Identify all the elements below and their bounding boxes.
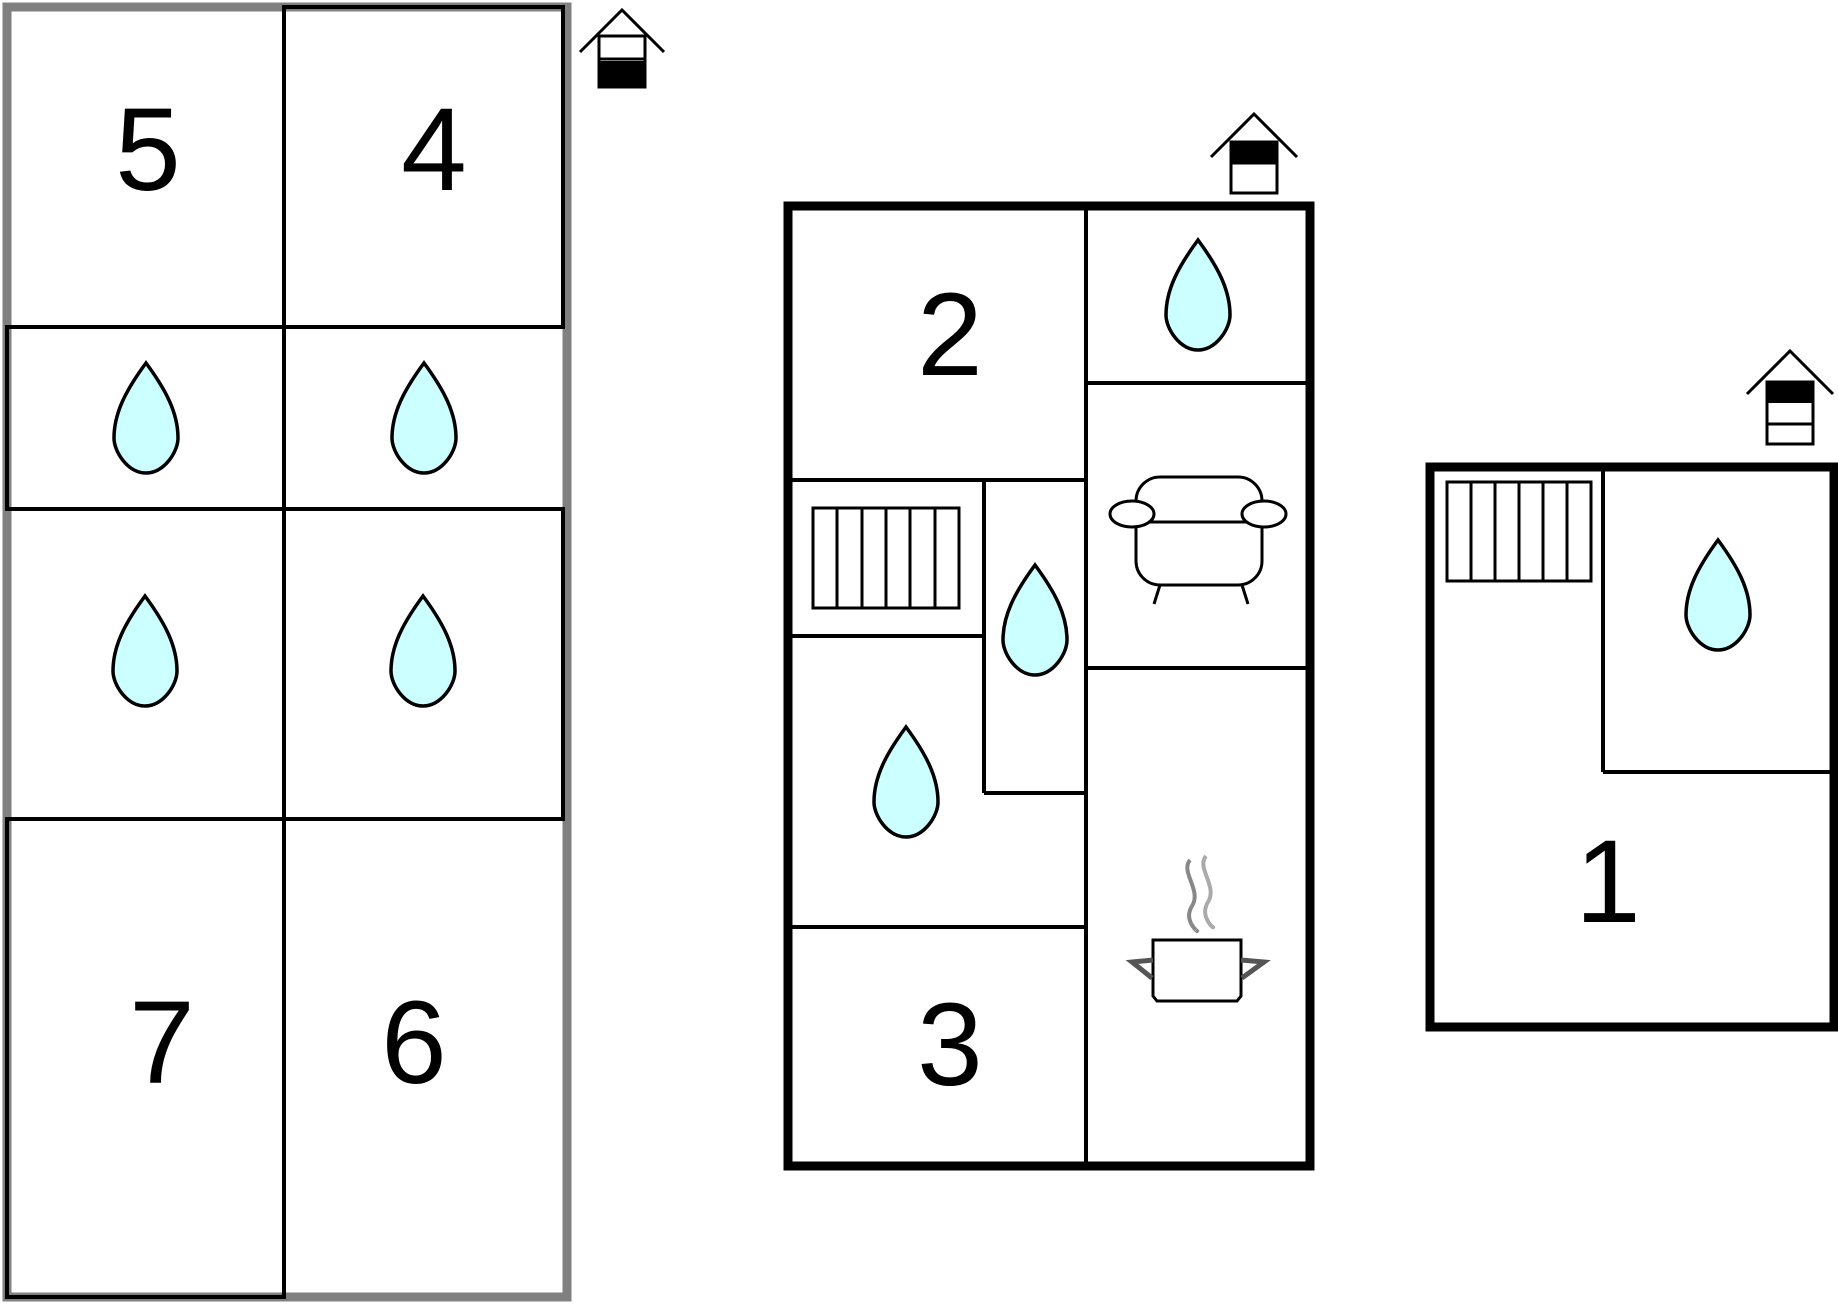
building-left: 5 4 7 6 (2, 2, 666, 1302)
room-number: 2 (917, 269, 983, 401)
water-drop-icon (872, 724, 940, 839)
building-right-outer-wall (1425, 462, 1838, 1032)
water-drop-icon (390, 360, 458, 475)
room-number: 4 (401, 84, 467, 216)
water-drop-icon (112, 360, 180, 475)
water-drop-icon (389, 593, 457, 708)
room-number: 1 (1575, 816, 1641, 948)
building-right: 1 (1425, 348, 1838, 1032)
sauna-bench-icon (811, 506, 961, 610)
floor-level-house-icon (578, 7, 666, 89)
sauna-bench-icon (1445, 480, 1593, 583)
building-middle: 2 3 (783, 111, 1315, 1171)
room-number: 5 (115, 84, 181, 216)
room-number: 7 (129, 977, 195, 1109)
floor-level-house-icon (1209, 111, 1299, 195)
water-drop-icon (1684, 537, 1752, 652)
water-drop-icon (111, 593, 179, 708)
water-drop-icon (1164, 237, 1232, 352)
room-number: 6 (381, 977, 447, 1109)
sofa-icon (1108, 475, 1288, 605)
water-drop-icon (1001, 562, 1069, 677)
room-number: 3 (917, 979, 983, 1111)
floor-level-house-icon (1745, 348, 1835, 446)
cooking-pot-icon (1125, 854, 1271, 1003)
building-middle-outer-wall (783, 201, 1315, 1171)
building-left-outer-wall (2, 2, 572, 1302)
